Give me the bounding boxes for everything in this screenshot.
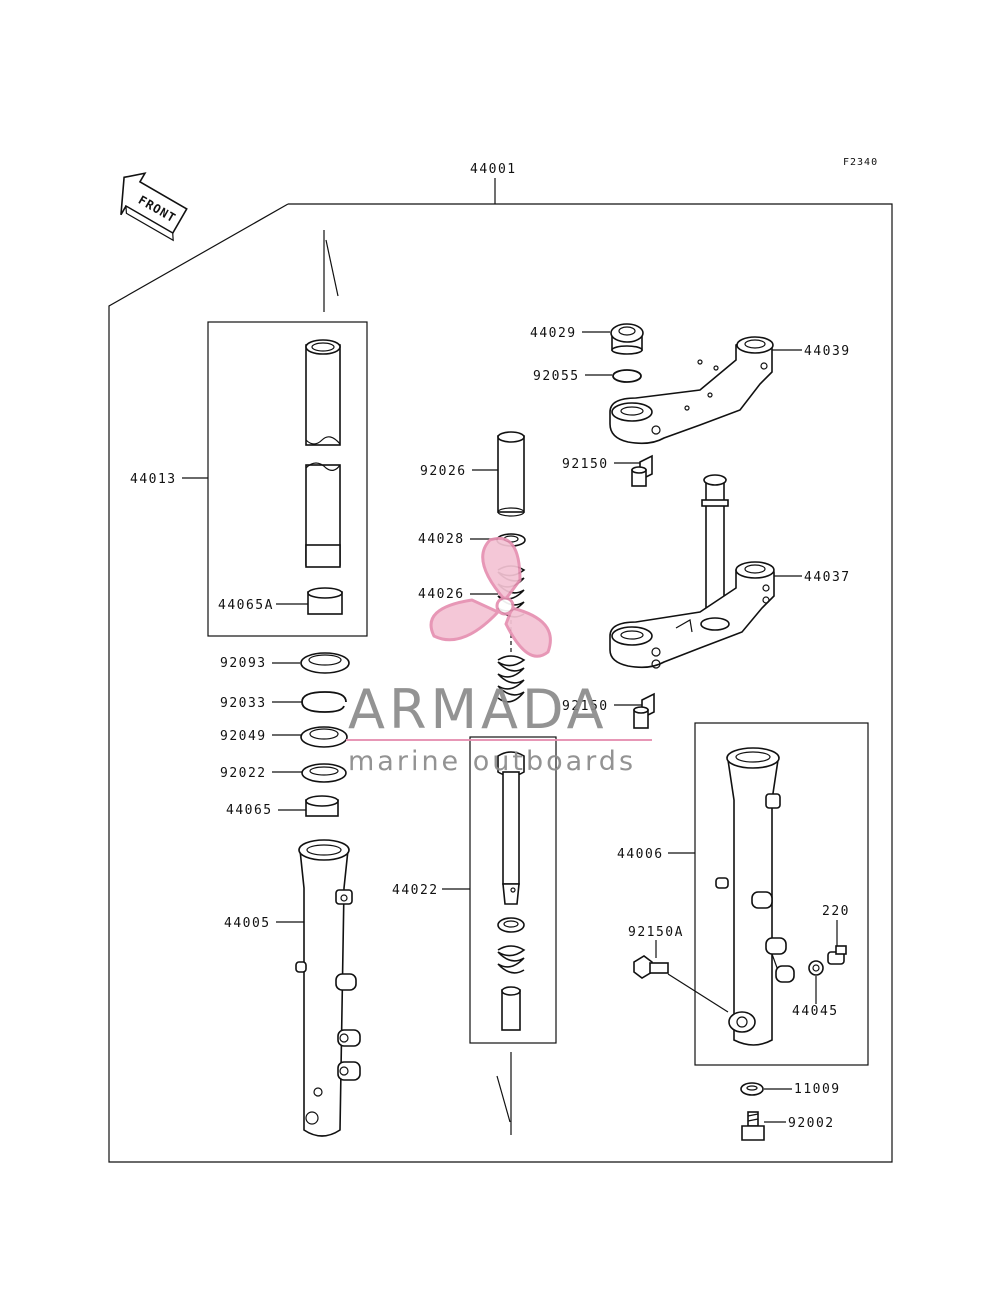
label-44037: 44037 <box>804 570 851 585</box>
label-44005: 44005 <box>224 916 271 931</box>
label-44029: 44029 <box>530 326 577 341</box>
outer-tube-left <box>295 839 361 1137</box>
bolt-92150-mid <box>633 692 655 729</box>
outer-tube-right <box>715 747 795 1046</box>
label-92150a: 92150A <box>628 925 684 940</box>
label-92093: 92093 <box>220 656 267 671</box>
figure-code: F2340 <box>843 157 878 168</box>
cylinder-box <box>469 736 557 1044</box>
label-44013: 44013 <box>130 472 177 487</box>
nut-11009 <box>740 1082 764 1096</box>
label-92002: 92002 <box>788 1116 835 1131</box>
watermark: ARMADA marine outboards <box>346 537 652 777</box>
inner-tube <box>305 339 341 568</box>
label-44065: 44065 <box>226 803 273 818</box>
watermark-tagline: marine outboards <box>348 746 636 777</box>
dust-seal-92093 <box>300 652 350 674</box>
label-92049: 92049 <box>220 729 267 744</box>
screw-220 <box>827 945 847 965</box>
label-92026: 92026 <box>420 464 467 479</box>
bushing-44065a <box>307 587 343 615</box>
bushing-44065 <box>305 795 339 817</box>
washer-92022 <box>301 763 347 783</box>
watermark-brand: ARMADA <box>348 678 608 741</box>
label-44022: 44022 <box>392 883 439 898</box>
propeller-logo-icon <box>429 537 552 658</box>
spacer-92026 <box>497 431 525 517</box>
label-44026: 44026 <box>418 587 465 602</box>
outer-tube-right-box <box>694 722 869 1066</box>
label-44001: 44001 <box>470 162 517 177</box>
front-arrow-icon: FRONT <box>120 172 188 242</box>
snap-ring-92033 <box>301 691 347 713</box>
label-44039: 44039 <box>804 344 851 359</box>
cylinder-44022 <box>497 751 526 1031</box>
bolt-92150-top <box>631 454 653 487</box>
label-220: 220 <box>822 904 850 919</box>
washer-44045 <box>808 960 824 976</box>
label-92033: 92033 <box>220 696 267 711</box>
bolt-92150a <box>633 955 669 979</box>
label-44028: 44028 <box>418 532 465 547</box>
assembly-outline <box>108 203 893 1163</box>
label-44006: 44006 <box>617 847 664 862</box>
label-92150-mid: 92150 <box>562 699 609 714</box>
stem-bracket-44037 <box>609 474 775 669</box>
inner-tube-box <box>207 321 368 637</box>
label-92022: 92022 <box>220 766 267 781</box>
label-44065a: 44065A <box>218 598 274 613</box>
label-11009: 11009 <box>794 1082 841 1097</box>
upper-bracket-44039 <box>609 336 774 445</box>
cap-bolt-44029 <box>610 323 644 355</box>
label-44045: 44045 <box>792 1004 839 1019</box>
label-92150-top: 92150 <box>562 457 609 472</box>
label-92055: 92055 <box>533 369 580 384</box>
oil-seal-92049 <box>300 726 348 748</box>
o-ring-92055 <box>612 369 642 383</box>
bolt-92002 <box>741 1111 765 1141</box>
